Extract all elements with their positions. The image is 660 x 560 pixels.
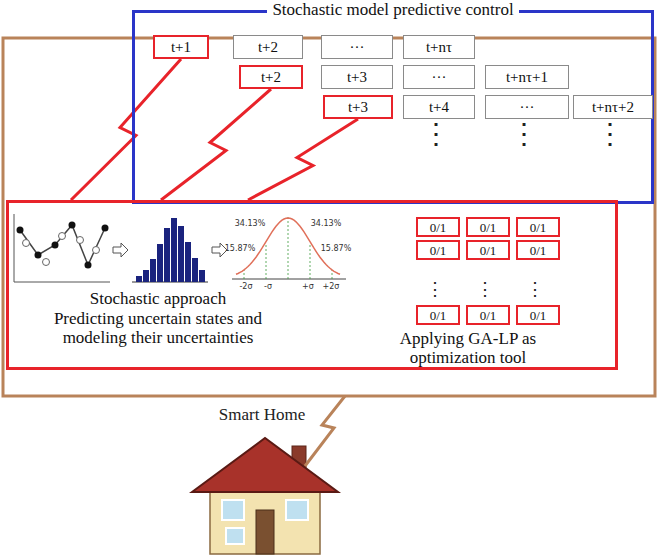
continuation-dots: ⋮ bbox=[596, 120, 624, 148]
current-step-box: t+2 bbox=[239, 65, 303, 89]
chart-annotation: +σ bbox=[302, 283, 314, 291]
current-step-box: t+1 bbox=[153, 35, 209, 59]
binary-cell: 0/1 bbox=[416, 240, 460, 260]
binary-value: 0/1 bbox=[480, 221, 497, 234]
binary-cell: 0/1 bbox=[516, 217, 560, 237]
chart-annotation: 15.87% bbox=[321, 245, 352, 253]
chart-annotation: 34.13% bbox=[235, 220, 266, 228]
time-step-box: ··· bbox=[485, 95, 569, 119]
binary-cell: 0/1 bbox=[416, 305, 460, 325]
time-step-box: t+2 bbox=[233, 35, 303, 59]
chart-annotation: -2σ bbox=[239, 283, 252, 291]
time-step-label: ··· bbox=[520, 100, 535, 115]
optimizer-caption: Applying GA-LP as optimization tool bbox=[373, 329, 563, 367]
chart-annotation: -σ bbox=[264, 283, 272, 291]
binary-value: 0/1 bbox=[480, 244, 497, 257]
frame-title: Stochastic model predictive control bbox=[267, 0, 518, 20]
outer-frame bbox=[3, 38, 655, 396]
time-step-box: ··· bbox=[321, 35, 393, 59]
time-step-label: t+3 bbox=[347, 70, 367, 85]
chart-annotation: +2σ bbox=[323, 283, 340, 291]
time-step-box: t+3 bbox=[321, 65, 393, 89]
callout-bolt bbox=[161, 89, 271, 200]
time-step-box: t+nτ bbox=[403, 35, 475, 59]
line-chart bbox=[14, 214, 110, 282]
time-step-box: t+nτ+1 bbox=[485, 65, 569, 89]
time-step-label: t+4 bbox=[429, 100, 449, 115]
house-label: Smart Home bbox=[219, 406, 305, 423]
method-caption: Predicting uncertain states and modeling… bbox=[23, 309, 293, 347]
time-step-label: t+2 bbox=[258, 40, 278, 55]
binary-value: 0/1 bbox=[480, 309, 497, 322]
time-step-label: ··· bbox=[432, 70, 447, 85]
binary-value: 0/1 bbox=[430, 221, 447, 234]
binary-value: 0/1 bbox=[430, 244, 447, 257]
binary-cell: 0/1 bbox=[466, 240, 510, 260]
continuation-dots: ⋮ bbox=[476, 280, 494, 298]
panel-ground bbox=[6, 200, 618, 370]
chart-annotation: 34.13% bbox=[311, 220, 342, 228]
binary-cell: 0/1 bbox=[466, 305, 510, 325]
mpc-frame: Stochastic model predictive controlt+1t+… bbox=[132, 10, 654, 204]
continuation-dots: ⋮ bbox=[510, 120, 538, 148]
continuation-dots: ⋮ bbox=[526, 280, 544, 298]
binary-value: 0/1 bbox=[530, 244, 547, 257]
time-step-label: ··· bbox=[350, 40, 365, 55]
time-step-label: t+2 bbox=[261, 70, 281, 85]
continuation-dots: ⋮ bbox=[422, 120, 450, 148]
binary-value: 0/1 bbox=[430, 309, 447, 322]
continuation-dots: ⋮ bbox=[426, 280, 444, 298]
method-heading: Stochastic approach bbox=[23, 289, 293, 308]
callout-bolt bbox=[305, 396, 345, 466]
histogram bbox=[132, 218, 208, 282]
time-step-label: t+nτ bbox=[426, 40, 452, 55]
time-step-label: t+3 bbox=[348, 100, 368, 115]
time-step-box: t+4 bbox=[403, 95, 475, 119]
binary-cell: 0/1 bbox=[516, 305, 560, 325]
callout-bolt bbox=[248, 119, 358, 200]
time-step-label: t+nτ+1 bbox=[506, 70, 548, 85]
binary-cell: 0/1 bbox=[416, 217, 460, 237]
binary-cell: 0/1 bbox=[516, 240, 560, 260]
time-step-label: t+1 bbox=[171, 40, 191, 55]
chart-annotation: 15.87% bbox=[225, 245, 256, 253]
time-step-label: t+nτ+2 bbox=[592, 100, 634, 115]
callout-bolt bbox=[71, 59, 181, 200]
house-illustration bbox=[192, 438, 338, 554]
time-step-box: t+nτ+2 bbox=[573, 95, 653, 119]
binary-value: 0/1 bbox=[530, 221, 547, 234]
binary-cell: 0/1 bbox=[466, 217, 510, 237]
binary-value: 0/1 bbox=[530, 309, 547, 322]
current-step-box: t+3 bbox=[323, 95, 393, 119]
time-step-box: ··· bbox=[403, 65, 475, 89]
